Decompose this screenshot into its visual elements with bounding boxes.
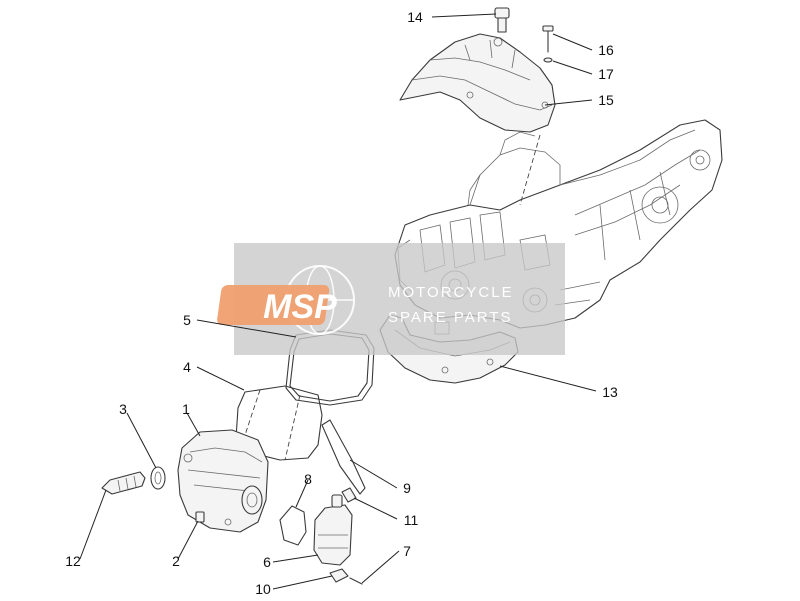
spark-plug xyxy=(101,471,146,495)
callout-5: 5 xyxy=(183,312,191,328)
logo-text: MSP xyxy=(263,288,337,326)
callout-10: 10 xyxy=(255,581,271,597)
bolt-small xyxy=(195,511,205,523)
watermark: MSP MOTORCYCLE SPARE PARTS xyxy=(217,243,565,355)
callout-1: 1 xyxy=(182,401,190,417)
seal-ring-inner xyxy=(154,471,162,485)
callout-12: 12 xyxy=(65,553,81,569)
assembly-axis-line xyxy=(519,134,541,206)
callout-13: 13 xyxy=(602,384,618,400)
washer xyxy=(543,57,553,63)
screw xyxy=(542,25,554,53)
logo-badge xyxy=(217,285,330,325)
leader-lines xyxy=(79,13,597,590)
fixing-screw xyxy=(349,577,363,585)
callout-16: 16 xyxy=(598,42,614,58)
breather-hose xyxy=(321,419,366,495)
callout-17: 17 xyxy=(598,66,614,82)
callout-7: 7 xyxy=(403,543,411,559)
pipe-union xyxy=(341,487,357,503)
watermark-line-1: MOTORCYCLE xyxy=(388,284,514,301)
callout-4: 4 xyxy=(183,359,191,375)
o-ring-seal xyxy=(279,505,307,546)
oil-separator xyxy=(313,494,353,566)
callout-6: 6 xyxy=(263,554,271,570)
callout-14: 14 xyxy=(407,9,423,25)
callout-2: 2 xyxy=(172,553,180,569)
callout-15: 15 xyxy=(598,92,614,108)
callout-3: 3 xyxy=(119,401,127,417)
callout-9: 9 xyxy=(403,480,411,496)
watermark-line-2: SPARE PARTS xyxy=(388,309,513,326)
hose-fitting xyxy=(329,568,349,583)
seal-ring xyxy=(150,466,166,490)
head-cover-top xyxy=(399,33,556,133)
sensor-plug xyxy=(494,7,510,33)
callout-labels: 14 16 17 15 5 13 4 3 1 8 9 11 7 12 2 6 1… xyxy=(65,9,618,597)
cylinder-head-cover xyxy=(177,429,269,533)
callout-11: 11 xyxy=(404,512,419,528)
callout-8: 8 xyxy=(304,471,312,487)
